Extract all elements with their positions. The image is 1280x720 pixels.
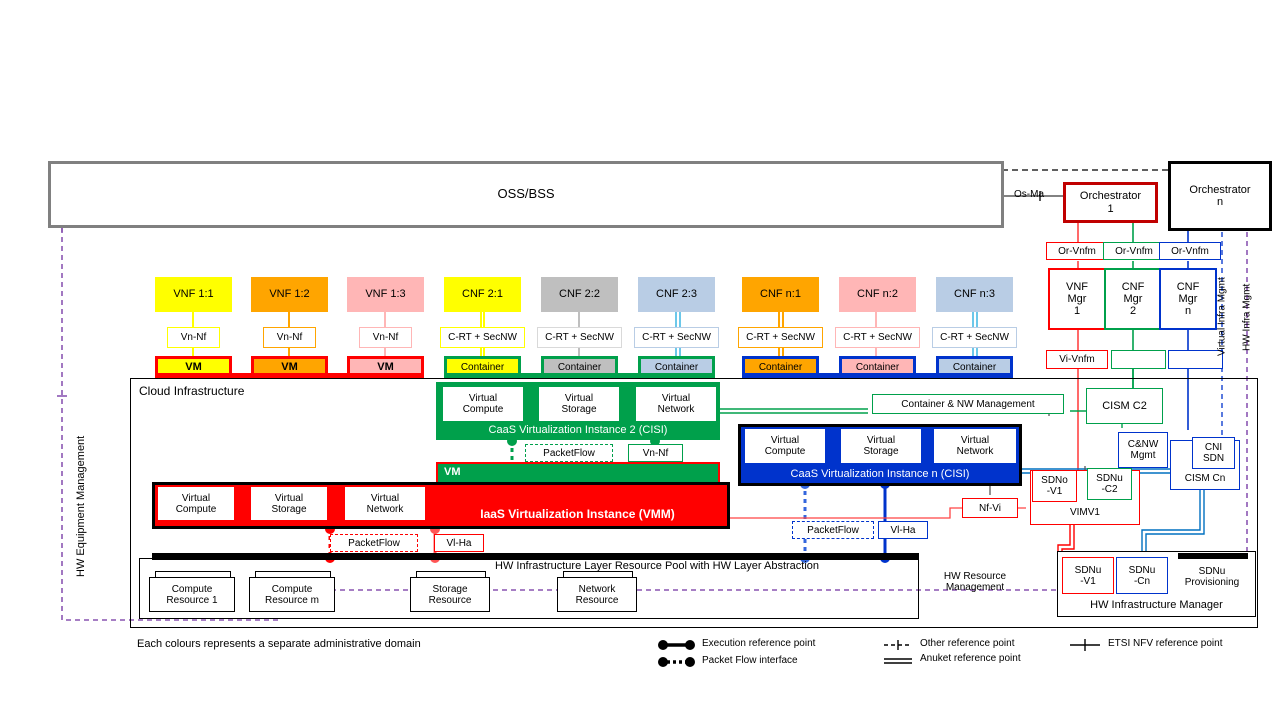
oss-bss-label: OSS/BSS xyxy=(497,186,555,202)
cnf-2-3-rp[interactable]: C-RT + SecNW xyxy=(634,327,719,348)
iaas-instance-label: IaaS Virtualization Instance (VMM) xyxy=(480,507,675,522)
cism-c2-box[interactable]: CISM C2 xyxy=(1086,388,1163,424)
footnote-label: Each colours represents a separate admin… xyxy=(137,638,421,650)
caas-n-virtual-compute[interactable]: Virtual Compute xyxy=(745,429,825,463)
orchestrator-n-line2: n xyxy=(1216,196,1224,208)
orchestrator-n-line1: Orchestrator xyxy=(1189,183,1251,196)
sdnu-c2-box[interactable]: SDNu -C2 xyxy=(1087,468,1132,500)
vi-vnfm-rp[interactable]: Vi-Vnfm xyxy=(1046,350,1108,369)
hw-infra-mgmt-label: HW Infra Mgmt xyxy=(1241,283,1253,351)
caas-2-vm-strip[interactable] xyxy=(436,462,720,484)
vimv1-label: VIMV1 xyxy=(1069,506,1100,518)
vi-vnfm-blue-rp[interactable] xyxy=(1168,350,1223,369)
legend-item-anuket: Anuket reference point xyxy=(920,653,1021,664)
sdnu-cn-box[interactable]: SDNu -Cn xyxy=(1116,557,1168,594)
hw-pool-box xyxy=(139,558,919,619)
iaas-virtual-network[interactable]: Virtual Network xyxy=(345,487,425,520)
cnf-n-3-rp[interactable]: C-RT + SecNW xyxy=(932,327,1017,348)
cnf-n-1-box[interactable]: CNF n:1 xyxy=(742,277,819,312)
legend-other-label: Other reference point xyxy=(920,638,1015,649)
cnf-2-1-rp[interactable]: C-RT + SecNW xyxy=(440,327,525,348)
vnf-1-3-box[interactable]: VNF 1:3 xyxy=(347,277,424,312)
hw-resource-management-label: HW Resource Management xyxy=(943,571,1007,593)
cnf-mgr-n-box[interactable]: CNF Mgr n xyxy=(1159,268,1217,330)
cnf-n-2-box[interactable]: CNF n:2 xyxy=(839,277,916,312)
orchestrator-n-box[interactable]: Orchestrator n xyxy=(1168,161,1272,231)
hw-infrastructure-manager-label: HW Infrastructure Manager xyxy=(1090,598,1223,611)
hw-pool-label: HW Infrastructure Layer Resource Pool wi… xyxy=(495,560,820,572)
compute-resource-1[interactable]: Compute Resource 1 xyxy=(149,577,235,612)
network-resource[interactable]: Network Resource xyxy=(557,577,637,612)
os-ma-label: Os-Ma xyxy=(1014,188,1044,200)
hw-equipment-management-label: HW Equipment Management xyxy=(74,435,87,577)
cnf-n-2-rp[interactable]: C-RT + SecNW xyxy=(835,327,920,348)
iaas-instance-box[interactable] xyxy=(152,482,730,529)
iaas-packetflow-rp[interactable]: PacketFlow xyxy=(330,534,418,552)
container-nw-management-box[interactable]: Container & NW Management xyxy=(872,394,1064,414)
caas-n-virtual-storage[interactable]: Virtual Storage xyxy=(841,429,921,463)
cnf-2-2-rp[interactable]: C-RT + SecNW xyxy=(537,327,622,348)
cnf-mgr-2-box[interactable]: CNF Mgr 2 xyxy=(1104,268,1162,330)
cloud-infrastructure-box xyxy=(130,378,1258,628)
virtual-infra-mgmt-label: Virtual Infra Mgmt xyxy=(1216,277,1228,357)
vnf-1-2-box[interactable]: VNF 1:2 xyxy=(251,277,328,312)
legend-item-etsi: ETSI NFV reference point xyxy=(1108,638,1223,649)
orchestrator-1-line2: 1 xyxy=(1107,202,1114,215)
orchestrator-1-line1: Orchestrator xyxy=(1079,190,1142,203)
hw-pool-top-bar xyxy=(152,553,919,560)
caas-2-virtual-network[interactable]: Virtual Network xyxy=(636,387,716,421)
cloud-infrastructure-label: Cloud Infrastructure xyxy=(139,384,245,398)
caas-2-packetflow-rp[interactable]: PacketFlow xyxy=(525,444,613,462)
vi-vnfm-green-rp[interactable] xyxy=(1111,350,1166,369)
vnf-1-1-box[interactable]: VNF 1:1 xyxy=(155,277,232,312)
caas-n-packetflow-rp[interactable]: PacketFlow xyxy=(792,521,874,539)
caas-n-top-bar xyxy=(742,373,1013,379)
caas-2-vm-label: VM xyxy=(444,466,461,478)
vnf-1-1-rp[interactable]: Vn-Nf xyxy=(167,327,220,348)
sdno-v1-box[interactable]: SDNo -V1 xyxy=(1032,470,1077,502)
nf-vi-rp[interactable]: Nf-Vi xyxy=(962,498,1018,518)
iaas-virtual-storage[interactable]: Virtual Storage xyxy=(251,487,327,520)
legend-item-packetflow: Packet Flow interface xyxy=(702,655,798,666)
caas-2-top-bar xyxy=(444,373,715,379)
cnf-n-3-box[interactable]: CNF n:3 xyxy=(936,277,1013,312)
caas-2-virtual-compute[interactable]: Virtual Compute xyxy=(443,387,523,421)
storage-resource[interactable]: Storage Resource xyxy=(410,577,490,612)
legend-etsi-label: ETSI NFV reference point xyxy=(1108,638,1223,649)
caas-2-virtual-storage[interactable]: Virtual Storage xyxy=(539,387,619,421)
cni-sdn-box[interactable]: CNI SDN xyxy=(1192,437,1235,469)
cnf-n-1-rp[interactable]: C-RT + SecNW xyxy=(738,327,823,348)
legend-anuket-label: Anuket reference point xyxy=(920,653,1021,664)
orchestrator-1-box[interactable]: Orchestrator 1 xyxy=(1063,182,1158,223)
iaas-virtual-compute[interactable]: Virtual Compute xyxy=(158,487,234,520)
iaas-vl-ha-rp[interactable]: Vl-Ha xyxy=(434,534,484,552)
iaas-top-bar xyxy=(155,373,424,379)
sdnu-v1-box[interactable]: SDNu -V1 xyxy=(1062,557,1114,594)
caas-instance-2-label: CaaS Virtualization Instance 2 (CISI) xyxy=(488,424,668,437)
or-vnfm-n-rp[interactable]: Or-Vnfm xyxy=(1159,242,1221,260)
or-vnfm-2-rp[interactable]: Or-Vnfm xyxy=(1103,242,1165,260)
legend-item-execution: Execution reference point xyxy=(702,638,815,649)
cism-cn-label: CISM Cn xyxy=(1184,473,1226,484)
sdnu-provisioning-bar xyxy=(1178,553,1248,559)
legend-packetflow-label: Packet Flow interface xyxy=(702,655,798,666)
legend-execution-label: Execution reference point xyxy=(702,638,816,649)
cnf-2-2-box[interactable]: CNF 2:2 xyxy=(541,277,618,312)
caas-instance-n-label: CaaS Virtualization Instance n (CISI) xyxy=(790,467,970,480)
vnf-1-2-rp[interactable]: Vn-Nf xyxy=(263,327,316,348)
cnf-2-3-box[interactable]: CNF 2:3 xyxy=(638,277,715,312)
legend-item-other: Other reference point xyxy=(920,638,1015,649)
or-vnfm-1-rp[interactable]: Or-Vnfm xyxy=(1046,242,1108,260)
sdnu-provisioning-label: SDNu Provisioning xyxy=(1184,566,1240,588)
caas-n-vl-ha-rp[interactable]: Vl-Ha xyxy=(878,521,928,539)
caas-2-vn-nf-rp[interactable]: Vn-Nf xyxy=(628,444,683,462)
vnf-1-3-rp[interactable]: Vn-Nf xyxy=(359,327,412,348)
vnf-mgr-1-box[interactable]: VNF Mgr 1 xyxy=(1048,268,1106,330)
c-nw-mgmt-box[interactable]: C&NW Mgmt xyxy=(1118,432,1168,468)
compute-resource-m[interactable]: Compute Resource m xyxy=(249,577,335,612)
cnf-2-1-box[interactable]: CNF 2:1 xyxy=(444,277,521,312)
oss-bss-box[interactable]: OSS/BSS xyxy=(48,161,1004,228)
caas-n-virtual-network[interactable]: Virtual Network xyxy=(934,429,1016,463)
